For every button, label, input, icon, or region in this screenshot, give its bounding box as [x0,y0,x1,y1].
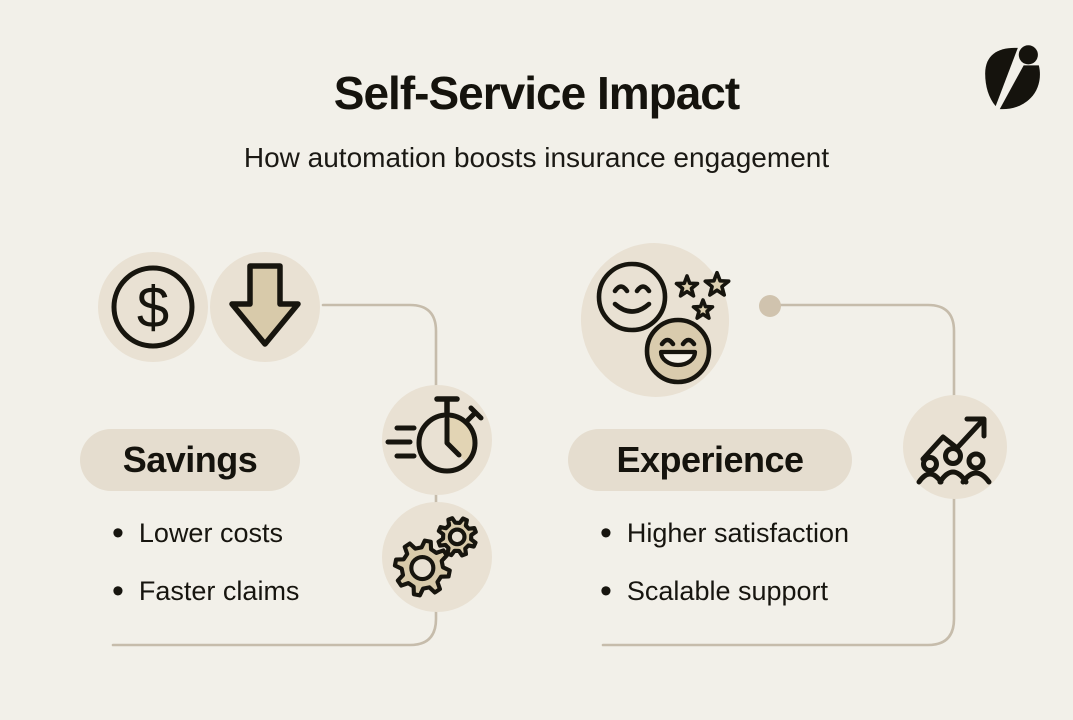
star-icon [691,298,715,320]
stopwatch-icon [385,396,484,474]
leaf-dot-brand-logo [985,45,1040,110]
savings-label-pill: Savings [80,429,300,491]
experience-label-pill: Experience [568,429,852,491]
connector-dot [759,295,781,317]
star-icon [703,270,731,297]
smileys-stars-icon [580,243,731,397]
bullet-text: Faster claims [138,576,300,606]
page-subtitle: How automation boosts insurance engageme… [243,142,830,173]
bullet-text: Lower costs [138,518,283,548]
dollar-circle-badge: $ [98,252,208,362]
savings-bullet-list: Lower costs Faster claims [112,518,300,634]
growth-team-icon [916,416,992,485]
list-item: Higher satisfaction [600,518,849,549]
gears-icon [392,516,478,598]
experience-bullet-list: Higher satisfaction Scalable support [600,518,849,634]
page-title: Self-Service Impact [333,67,740,119]
experience-label: Experience [616,439,804,480]
savings-label: Savings [122,439,258,480]
growth-team-badge [903,395,1007,499]
star-icon [674,274,700,298]
list-item: Scalable support [600,576,849,607]
bullet-text: Scalable support [626,576,829,606]
dollar-circle-icon: $ [111,265,195,349]
smileys-stars-badge [575,240,745,400]
bullet-text: Higher satisfaction [626,518,850,548]
list-item: Lower costs [112,518,299,549]
down-arrow-badge [210,252,320,362]
gears-badge [382,502,492,612]
svg-text:$: $ [137,275,169,340]
stopwatch-badge [382,385,492,495]
down-arrow-icon [229,263,301,347]
list-item: Faster claims [112,576,300,607]
